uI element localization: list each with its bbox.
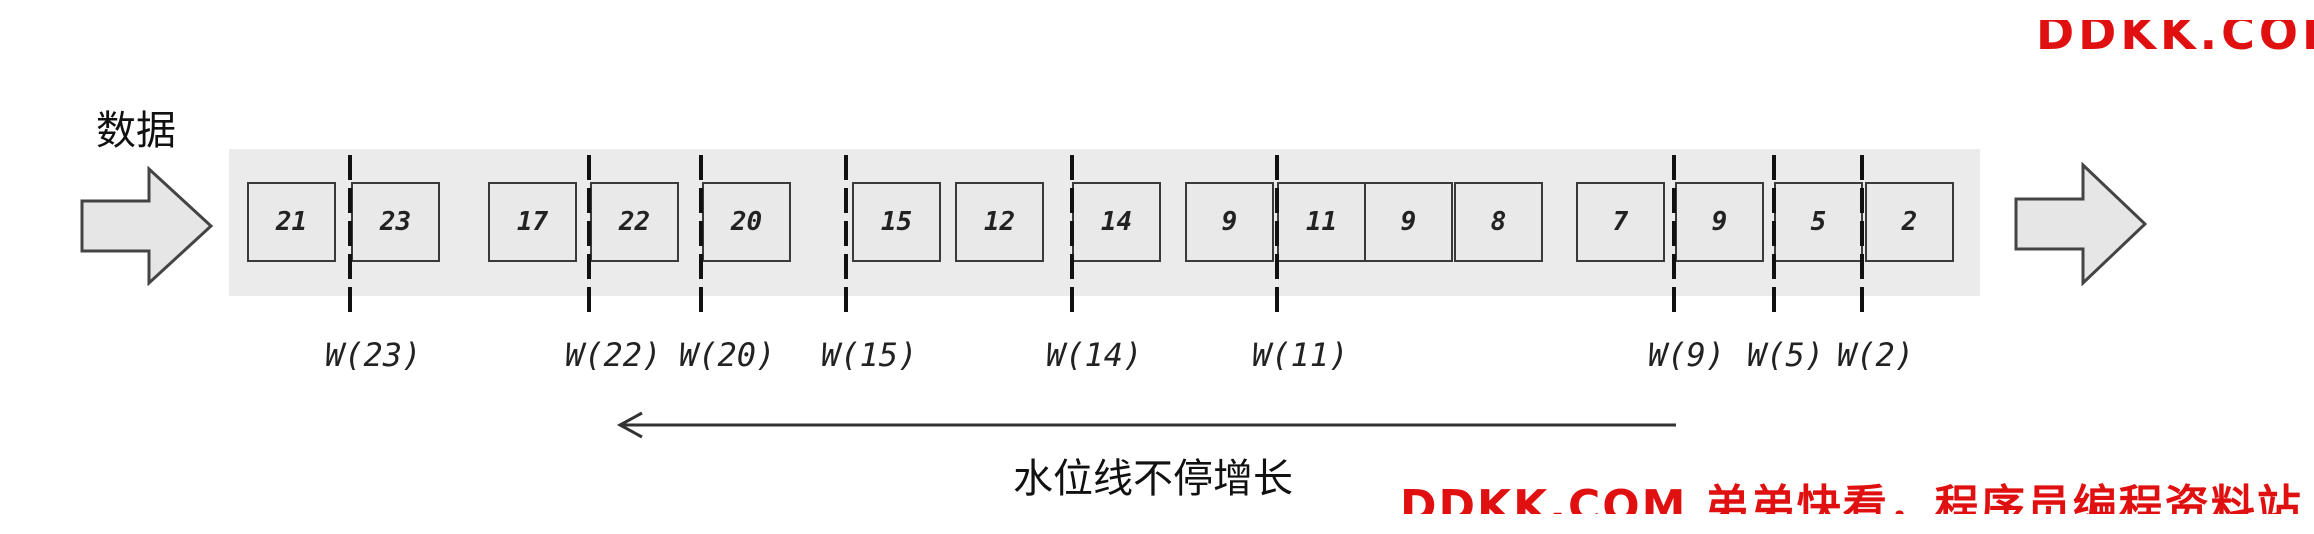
event-box: 21 — [247, 182, 336, 262]
watermark-line — [1070, 155, 1074, 313]
watermark-label: W(5) — [1747, 336, 1825, 374]
event-box: 7 — [1576, 182, 1665, 262]
watermark-line — [1672, 155, 1676, 313]
watermark-growth-label: 水位线不停增长 — [1013, 456, 1293, 502]
watermark-line — [348, 155, 352, 313]
event-box: 15 — [852, 182, 941, 262]
growth-direction-arrow — [616, 411, 1676, 439]
watermark-line — [1275, 155, 1279, 313]
event-box: 2 — [1865, 182, 1954, 262]
event-box: 14 — [1072, 182, 1161, 262]
event-box: 20 — [702, 182, 791, 262]
event-box: 9 — [1364, 182, 1453, 262]
watermark-label: W(15) — [821, 336, 918, 374]
event-box: 11 — [1277, 182, 1366, 262]
watermark-line — [699, 155, 703, 313]
watermark-line — [1860, 155, 1864, 313]
watermark-label: W(23) — [325, 336, 422, 374]
input-arrow — [80, 166, 214, 286]
watermark-label: W(14) — [1046, 336, 1143, 374]
site-watermark-bottom: DDKK.COM 弟弟快看，程序员编程资料站 — [1400, 481, 2303, 532]
watermark-label: W(9) — [1648, 336, 1726, 374]
event-box: 5 — [1774, 182, 1863, 262]
event-box: 22 — [590, 182, 679, 262]
output-arrow — [2014, 162, 2148, 286]
event-box: 8 — [1454, 182, 1543, 262]
watermark-label: W(20) — [679, 336, 776, 374]
event-box: 9 — [1675, 182, 1764, 262]
site-watermark-top: DDKK.COM — [2036, 6, 2314, 60]
watermark-line — [1772, 155, 1776, 313]
watermark-label: W(11) — [1252, 336, 1349, 374]
event-box: 12 — [955, 182, 1044, 262]
watermark-label: W(2) — [1837, 336, 1915, 374]
event-box: 23 — [351, 182, 440, 262]
input-data-label: 数据 — [96, 108, 176, 154]
watermark-line — [844, 155, 848, 313]
watermark-line — [587, 155, 591, 313]
event-box: 17 — [488, 182, 577, 262]
watermark-label: W(22) — [565, 336, 662, 374]
event-box: 9 — [1185, 182, 1274, 262]
